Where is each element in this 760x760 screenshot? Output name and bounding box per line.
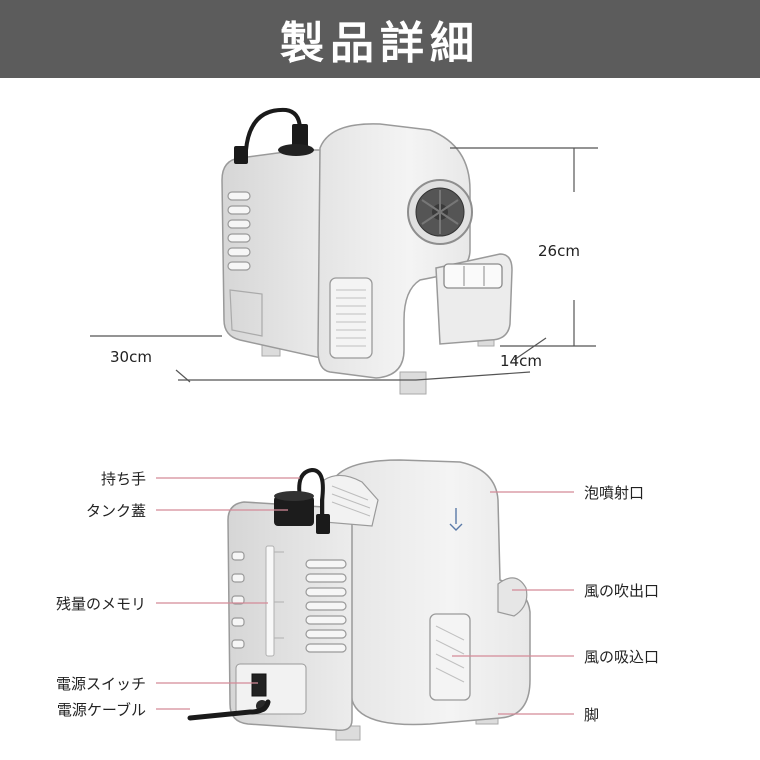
callout-air-inlet: 風の吸込口 (584, 648, 660, 666)
header-bar: 製品詳細 (0, 0, 760, 78)
callout-foot: 脚 (584, 706, 600, 724)
page-title: 製品詳細 (280, 18, 480, 69)
callout-air-outlet: 風の吹出口 (584, 582, 660, 600)
dimension-depth-label: 14cm (500, 352, 542, 370)
callout-tank-lid: タンク蓋 (85, 502, 146, 520)
dimension-width-label: 30cm (110, 348, 152, 366)
callout-power-cable: 電源ケーブル (56, 701, 146, 719)
front-view-machine (221, 107, 513, 395)
dimension-lines (90, 147, 598, 383)
callout-foam-outlet: 泡噴射口 (584, 484, 645, 502)
callout-leaders (156, 477, 574, 715)
callout-power-switch: 電源スイッチ (55, 675, 146, 693)
callout-handle: 持ち手 (100, 470, 146, 488)
callout-remaining-gauge: 残量のメモリ (55, 595, 146, 613)
rear-view-machine (187, 459, 531, 741)
dimension-height-label: 26cm (538, 242, 580, 260)
